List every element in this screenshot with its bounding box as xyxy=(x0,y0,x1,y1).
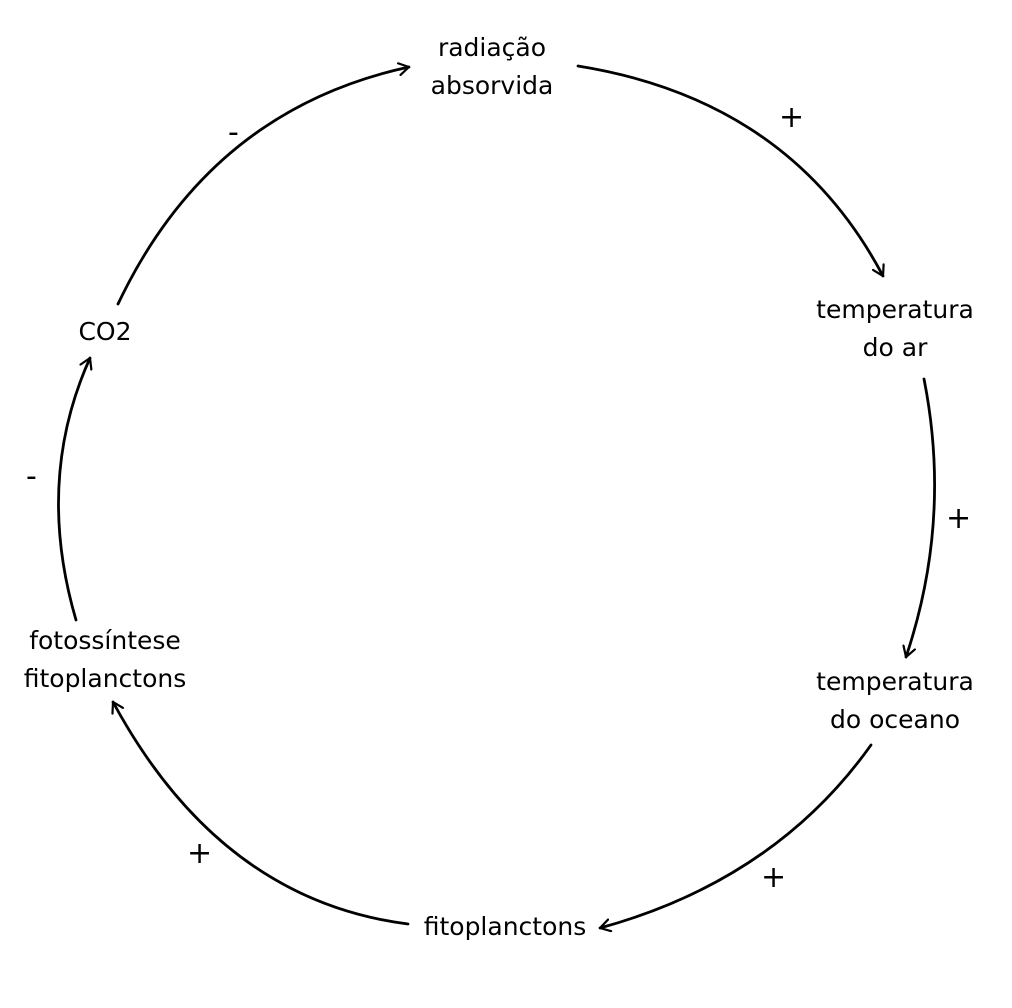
sign-co2-to-radiacao: - xyxy=(228,115,239,150)
node-label-line: temperatura xyxy=(816,667,974,696)
arrow-fitoplanctons-to-fotossintese xyxy=(113,700,410,926)
sign-fotossintese-to-co2: - xyxy=(26,459,37,494)
node-label-line: temperatura xyxy=(816,295,974,324)
node-label-line: fitoplanctons xyxy=(23,664,187,693)
node-radiacao-absorvida: radiação absorvida xyxy=(392,29,592,105)
sign-temp-oceano-to-fitoplanctons: + xyxy=(761,860,787,895)
node-label-line: fotossíntese xyxy=(29,626,181,655)
arrow-co2-to-radiacao xyxy=(116,67,411,306)
node-co2: CO2 xyxy=(65,313,145,351)
node-label-line: do oceano xyxy=(830,705,960,734)
node-label-line: radiação xyxy=(437,33,547,62)
arrow-temp-oceano-to-fitoplanctons xyxy=(598,743,873,928)
arrow-radiacao-to-temp-ar xyxy=(576,64,883,278)
node-label-line: fitoplanctons xyxy=(423,912,587,941)
arrow-fotossintese-to-co2 xyxy=(57,356,90,622)
node-label-line: absorvida xyxy=(430,71,554,100)
node-fitoplanctons: fitoplanctons xyxy=(400,908,610,946)
node-label-line: CO2 xyxy=(78,317,132,346)
arrow-temp-ar-to-temp-oceano xyxy=(906,377,936,659)
node-temperatura-do-ar: temperatura do ar xyxy=(800,291,990,367)
sign-radiacao-to-temp-ar: + xyxy=(779,100,805,135)
node-temperatura-do-oceano: temperatura do oceano xyxy=(800,663,990,739)
sign-fitoplanctons-to-fotossintese: + xyxy=(187,836,213,871)
node-fotossintese-fitoplanctons: fotossíntese fitoplanctons xyxy=(10,622,200,698)
sign-temp-ar-to-temp-oceano: + xyxy=(946,501,972,536)
node-label-line: do ar xyxy=(862,333,928,362)
